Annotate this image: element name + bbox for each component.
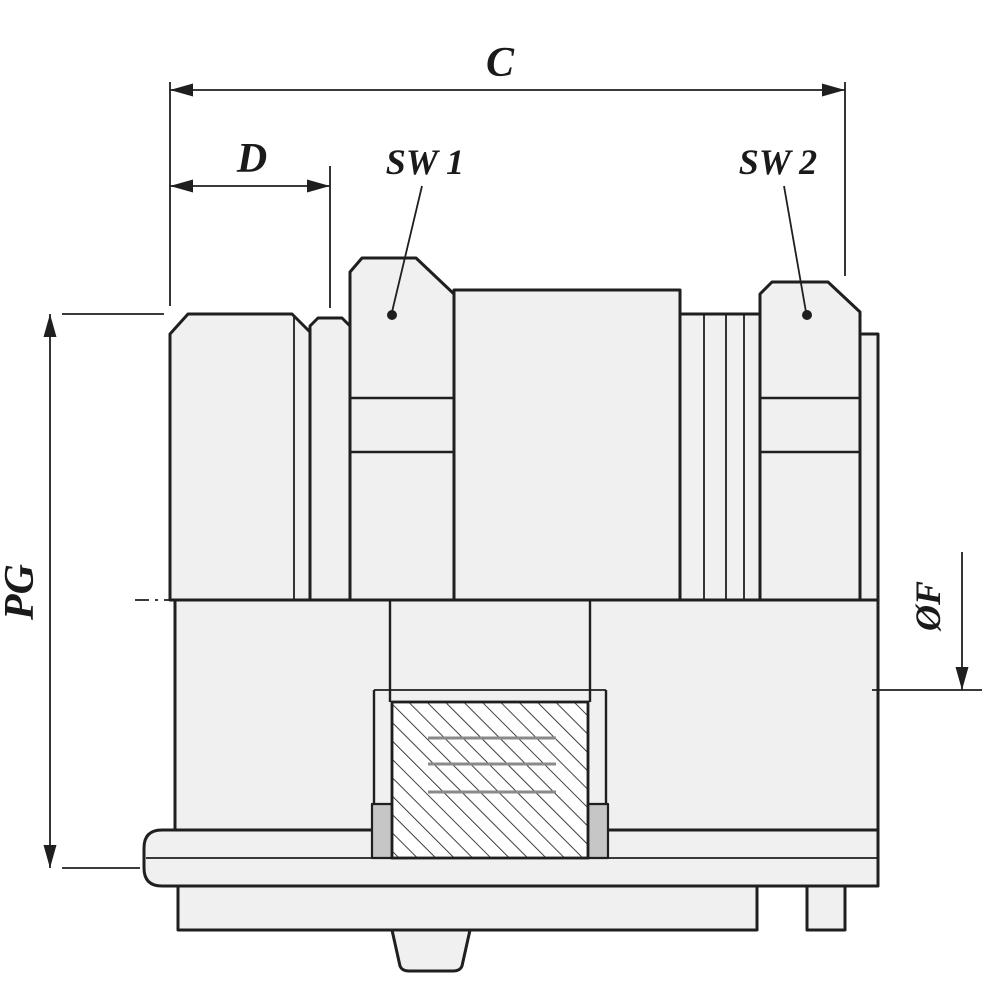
bottom-tab <box>390 928 472 973</box>
dim-pg-label: PG <box>0 564 43 621</box>
sw1-label: SW 1 <box>386 142 464 182</box>
seal-insert-hatch <box>390 700 590 860</box>
dimension-pg: PG <box>0 313 164 869</box>
lower-band-right <box>805 884 847 932</box>
dimension-diameter-f: ØF <box>872 552 982 691</box>
sw2-leader-dot <box>802 310 812 320</box>
dim-c-arrow-left <box>170 83 193 97</box>
step-ring-left <box>308 316 352 602</box>
end-cap-right <box>858 332 880 602</box>
leader-sw2: SW 2 <box>739 142 817 320</box>
dim-c-arrow-right <box>822 83 845 97</box>
dim-f-arrow-down <box>955 667 969 690</box>
threaded-spigot <box>168 312 312 602</box>
middle-cylinder <box>452 288 682 602</box>
step-rings-right <box>678 312 762 602</box>
dimension-c: C <box>169 40 846 306</box>
dim-pg-arrow-bottom <box>43 845 57 868</box>
dim-d-arrow-right <box>307 179 330 193</box>
dim-d-label: D <box>236 136 267 182</box>
dim-c-label: C <box>486 40 515 86</box>
part-body <box>135 256 880 973</box>
lower-band-left <box>176 884 759 932</box>
sw2-label: SW 2 <box>739 142 817 182</box>
hex-sw2 <box>758 280 862 602</box>
dimension-d: D <box>170 136 331 308</box>
sw1-leader-dot <box>387 310 397 320</box>
sw1-leader-line <box>391 185 423 313</box>
sw2-leader-line <box>783 185 807 313</box>
dim-pg-arrow-top <box>43 314 57 337</box>
hex-sw1 <box>348 256 456 602</box>
dim-f-label: ØF <box>908 581 948 632</box>
dim-d-arrow-left <box>170 179 193 193</box>
leader-sw1: SW 1 <box>386 142 464 320</box>
